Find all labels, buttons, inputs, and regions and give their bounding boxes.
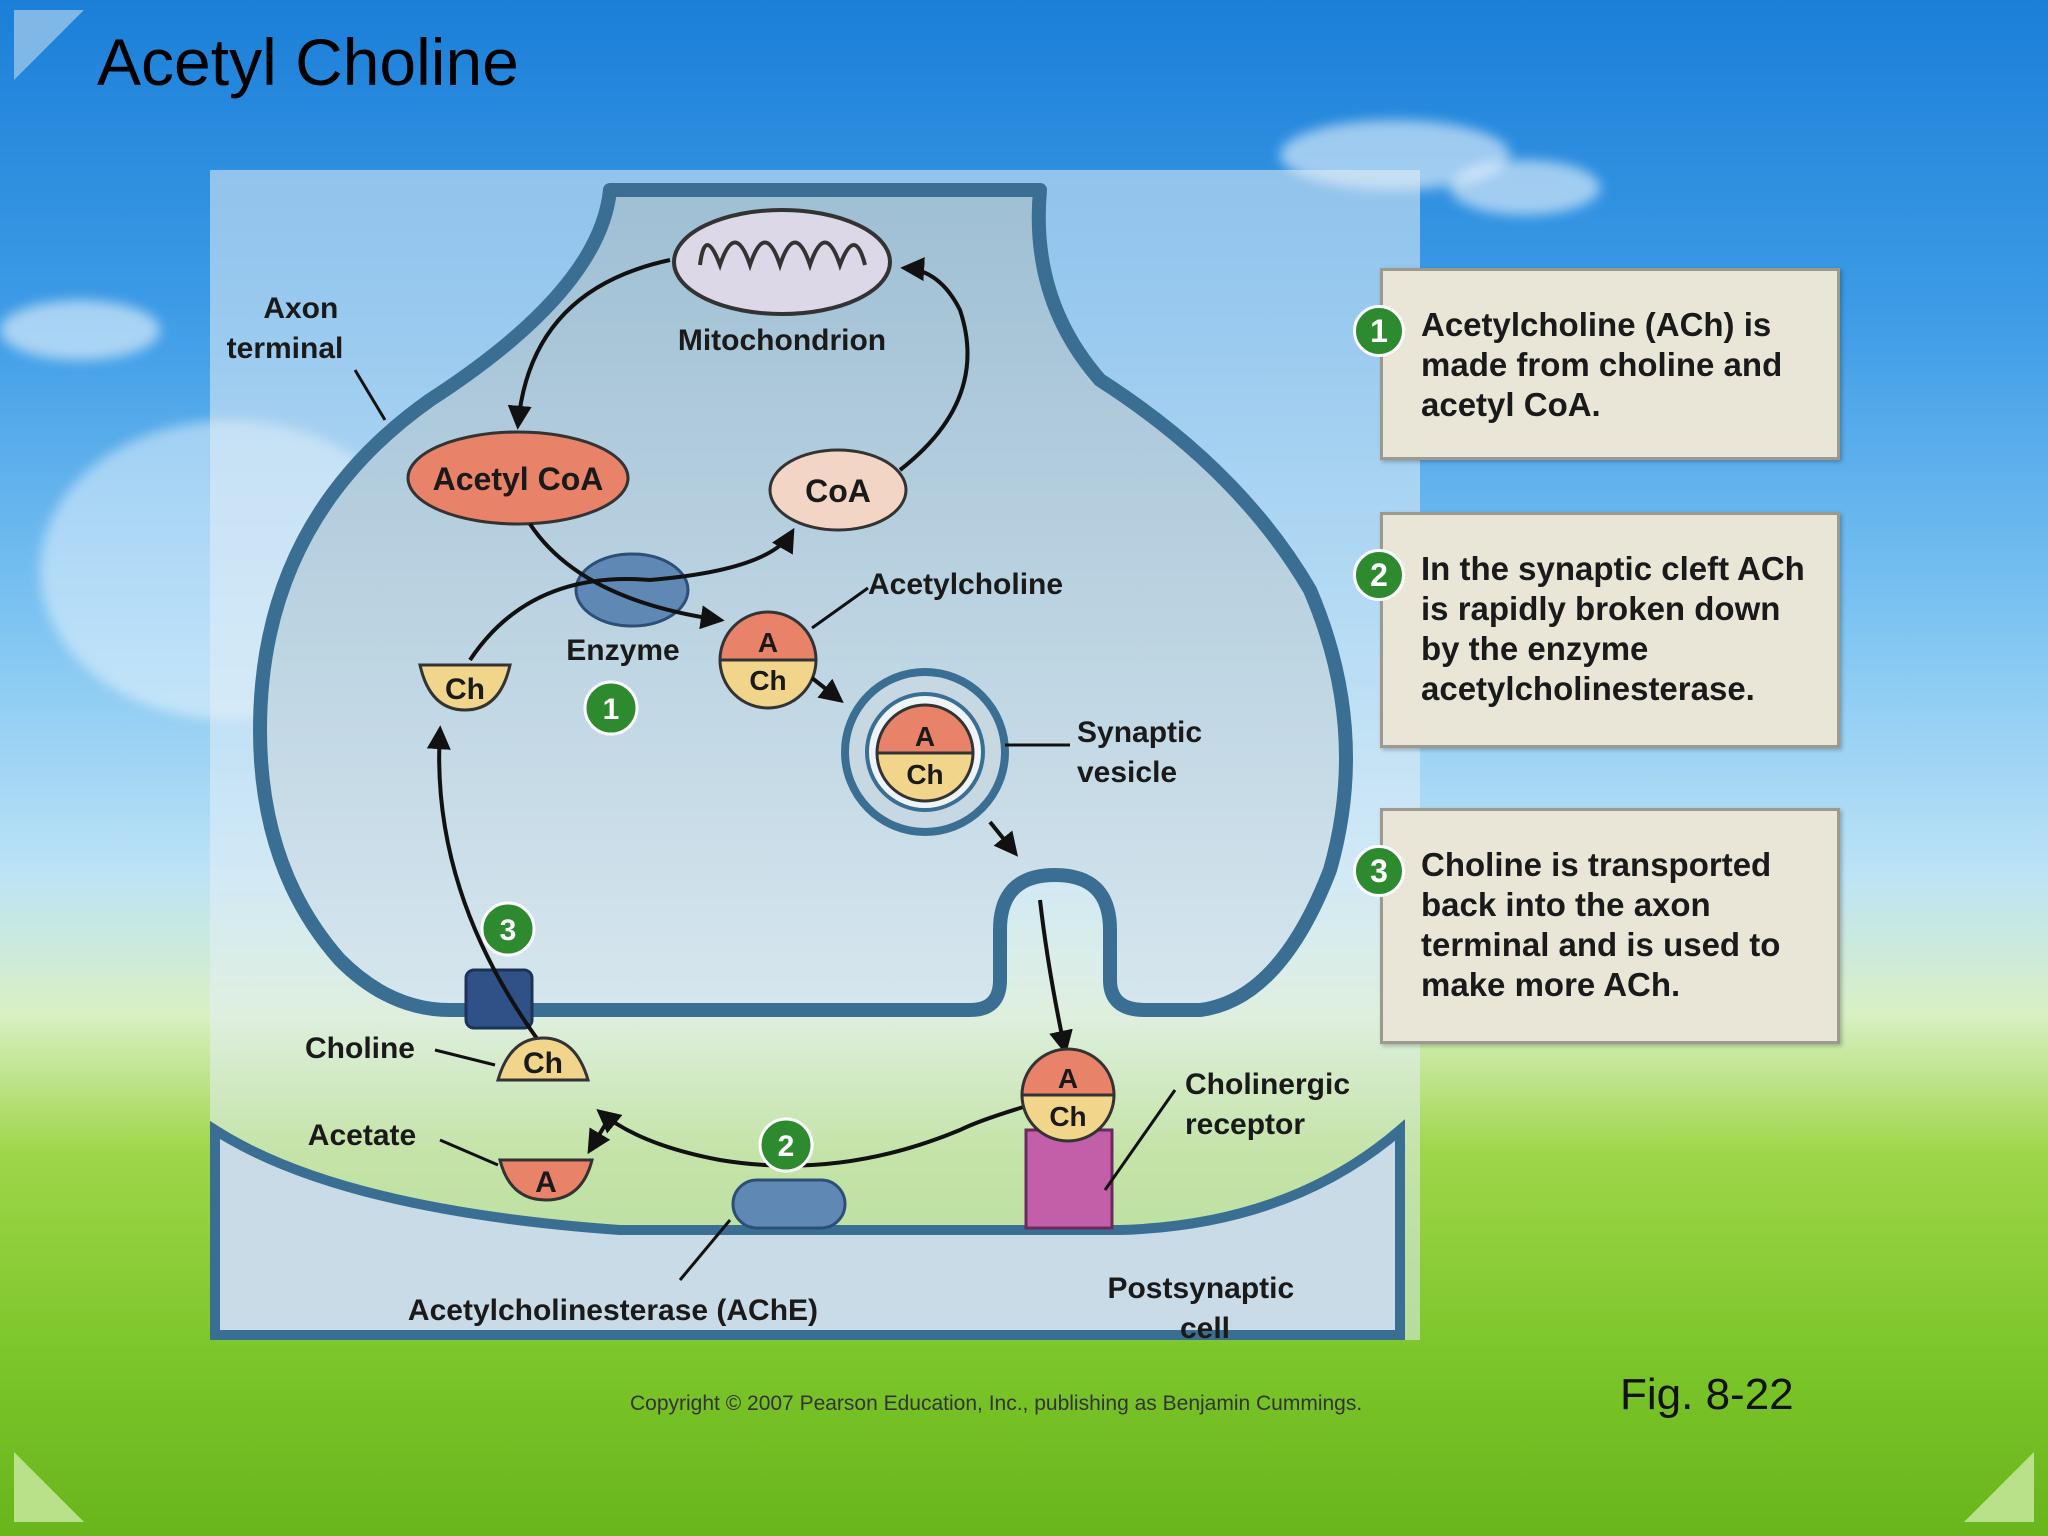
mitochondrion-label: Mitochondrion <box>678 324 886 357</box>
step3-text: Choline is transported back into the axo… <box>1421 846 1781 1003</box>
bound-ach-molecule <box>1020 1047 1116 1143</box>
step2-badge-label: 2 <box>778 1130 795 1163</box>
step1-panel: 1 Acetylcholine (ACh) is made from choli… <box>1353 268 1840 460</box>
vesicle-a-label: A <box>915 721 935 752</box>
axon-terminal-label-line: terminal <box>227 332 344 365</box>
copyright-notice: Copyright © 2007 Pearson Education, Inc.… <box>630 1392 1363 1415</box>
synaptic-vesicle-label-line: vesicle <box>1077 756 1177 789</box>
acetylcholine-leader <box>811 586 869 630</box>
acetate-leader <box>439 1138 499 1167</box>
arrow-to-acetate <box>587 1123 611 1155</box>
slide-title: Acetyl Choline <box>97 25 519 99</box>
choline-label: Choline <box>305 1032 415 1065</box>
cloud-decoration <box>0 300 160 360</box>
cholinergic-receptor <box>1024 1128 1114 1230</box>
axon-terminal-label: Axon terminal <box>227 292 347 365</box>
synaptic-vesicle-label-line: Synaptic <box>1077 716 1202 749</box>
mitochondrion <box>672 208 892 316</box>
step1-panel-badge: 1 <box>1353 305 1405 357</box>
acetyl-coa-label: Acetyl CoA <box>433 461 604 497</box>
arrow-coa-to-mito <box>898 257 970 472</box>
postsynaptic-cell-label-line: Postsynaptic <box>1107 1272 1294 1305</box>
corner-triangle-top-left <box>14 10 84 80</box>
receptor-ch-label: Ch <box>1049 1101 1086 1132</box>
choline-in-cleft <box>496 1036 590 1082</box>
step1-bold-text: Acetylcholine <box>1421 306 1636 343</box>
arrow-breakdown <box>596 1103 1031 1168</box>
ache-enzyme <box>731 1178 847 1230</box>
acetate-a-label: A <box>535 1166 557 1199</box>
arrow-release-to-receptor <box>1038 899 1073 1055</box>
arrow-vesicle-to-membrane <box>988 820 1019 857</box>
arrow-acetylcoa-to-ach <box>528 522 725 630</box>
synaptic-vesicle-label: Synaptic vesicle <box>1077 716 1210 789</box>
choline-transporter <box>464 968 534 1030</box>
arrow-ach-to-vesicle <box>810 676 844 703</box>
ache-label: Acetylcholinesterase (AChE) <box>408 1294 818 1327</box>
acetate-label: Acetate <box>308 1119 416 1152</box>
receptor-leader <box>1103 1089 1177 1191</box>
coa-label: CoA <box>805 473 871 509</box>
step2-bold-text: acetylcholinesterase. <box>1421 670 1755 707</box>
step2-panel: 2 In the synaptic cleft ACh is rapidly b… <box>1353 512 1840 748</box>
choline-leader <box>434 1048 496 1067</box>
step2-panel-badge: 2 <box>1353 549 1405 601</box>
step3-panel: 3 Choline is transported back into the a… <box>1353 808 1840 1044</box>
vesicle-ach-molecule <box>875 703 975 803</box>
step3-badge-label: 3 <box>500 914 517 947</box>
axon-terminal <box>253 183 1353 1017</box>
step1-badge-label: 1 <box>603 693 620 726</box>
choline-in-terminal <box>418 663 512 712</box>
acetyl-coa <box>406 430 630 526</box>
corner-triangle-bottom-right <box>1964 1452 2034 1522</box>
step2-panel-text: In the synaptic cleft ACh is rapidly bro… <box>1421 549 1827 709</box>
step3-badge <box>480 901 536 957</box>
choline-in-cleft-label: Ch <box>523 1047 563 1080</box>
postsynaptic-cell-label-line: cell <box>1180 1312 1230 1340</box>
acetylcholine-label: Acetylcholine <box>868 568 1063 601</box>
synapse-diagram: Mitochondrion Axon terminal Acetyl CoA C… <box>200 170 1430 1345</box>
arrow-choline-reuptake <box>426 725 540 1042</box>
step2-text: In the synaptic cleft ACh is rapidly bro… <box>1421 550 1805 667</box>
enzyme <box>574 552 690 628</box>
axon-terminal-label-line: Axon <box>263 292 338 325</box>
ach-ch-label: Ch <box>749 665 786 696</box>
cholinergic-receptor-label-line: receptor <box>1185 1108 1305 1141</box>
acetylcholine-molecule <box>718 610 818 710</box>
acetate <box>498 1158 594 1202</box>
vesicle-ch-label: Ch <box>906 759 943 790</box>
postsynaptic-cell-label: Postsynaptic cell <box>1107 1272 1302 1340</box>
receptor-a-label: A <box>1058 1063 1078 1094</box>
figure-label: Fig. 8-22 <box>1620 1370 1794 1419</box>
ache-leader <box>678 1219 732 1281</box>
postsynaptic-cell <box>210 1119 1405 1340</box>
step2-badge <box>758 1117 814 1173</box>
cholinergic-receptor-label: Cholinergic receptor <box>1185 1068 1358 1141</box>
step1-badge <box>583 680 639 736</box>
step1-text: (ACh) is made from choline and acetyl Co… <box>1421 306 1783 423</box>
enzyme-label: Enzyme <box>566 634 679 667</box>
arrow-ch-to-coa <box>468 527 795 662</box>
coa <box>768 448 908 532</box>
step1-panel-text: Acetylcholine (ACh) is made from choline… <box>1421 305 1827 425</box>
corner-triangle-bottom-left <box>14 1452 84 1522</box>
cholinergic-receptor-label-line: Cholinergic <box>1185 1068 1350 1101</box>
cloud-decoration <box>1450 160 1600 215</box>
axon-terminal-leader <box>353 369 387 421</box>
step3-panel-badge: 3 <box>1353 845 1405 897</box>
arrow-mito-to-acetylcoa <box>507 258 671 430</box>
choline-in-terminal-label: Ch <box>445 673 485 706</box>
ach-a-label: A <box>758 627 778 658</box>
step3-panel-text: Choline is transported back into the axo… <box>1421 845 1827 1005</box>
